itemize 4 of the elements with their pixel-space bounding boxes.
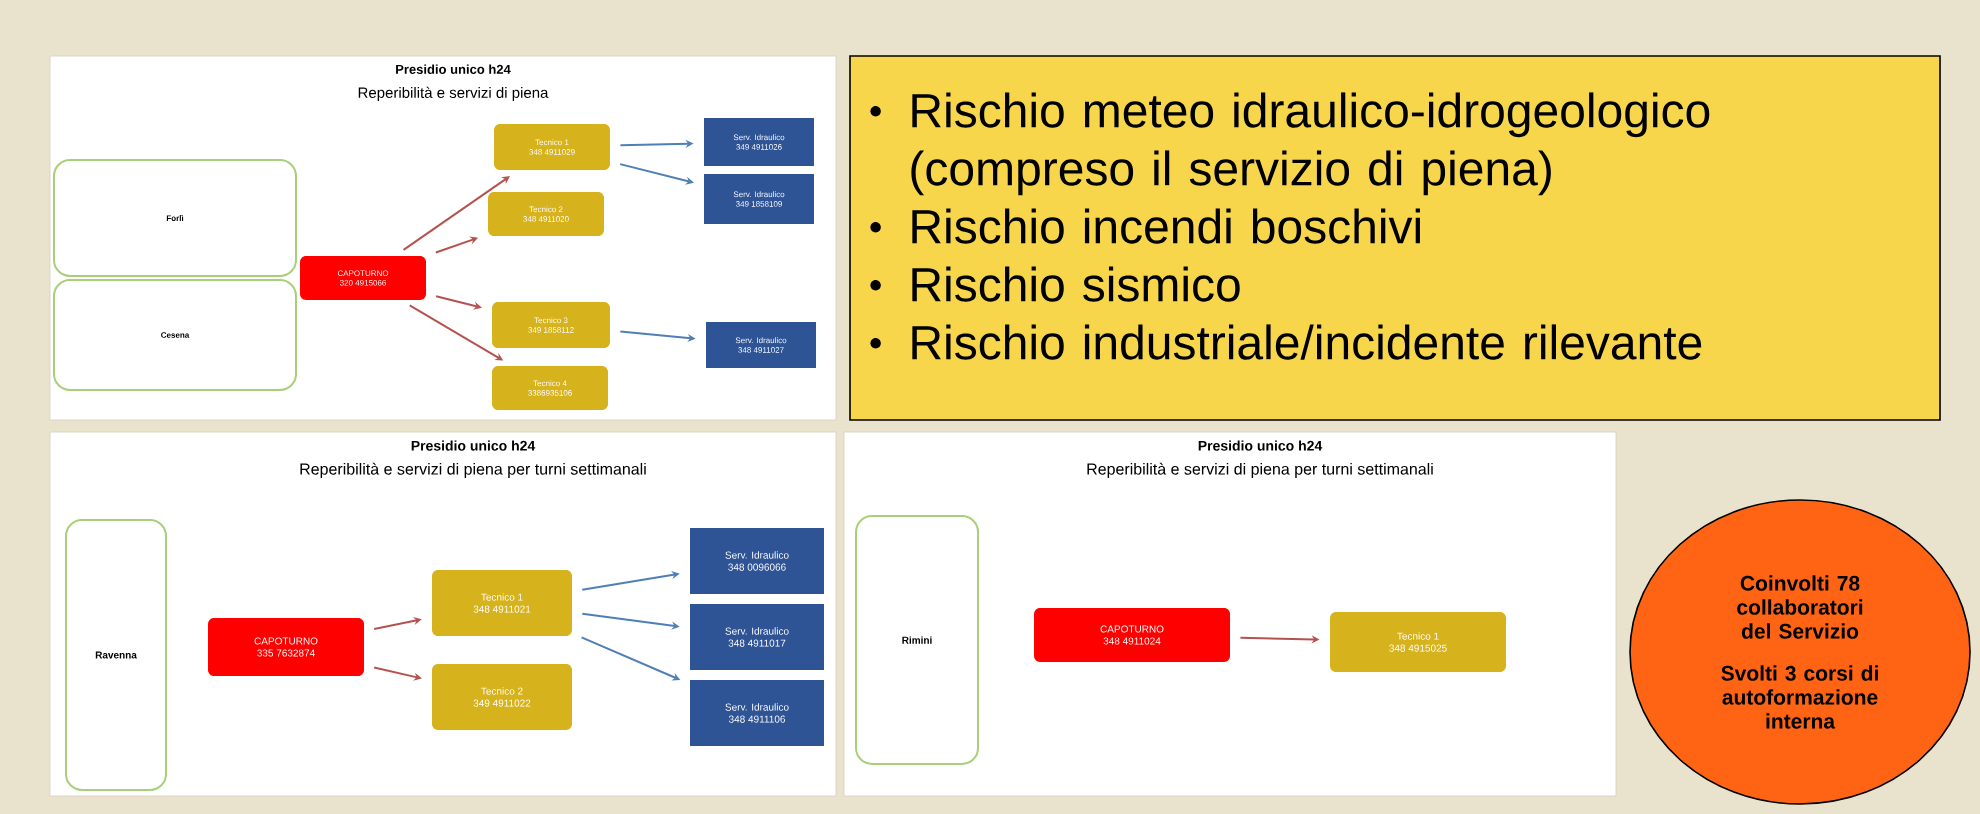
arrow: [619, 163, 694, 185]
arrow: [435, 295, 482, 310]
arrow: [373, 666, 422, 681]
bullet-list-box: Rischio meteo idraulico-idrogeologico (compreso il servizio di piena) Rischio incendi boschivi Rischio sismico Rischio industriale/incidente rilevante: [849, 55, 1941, 421]
